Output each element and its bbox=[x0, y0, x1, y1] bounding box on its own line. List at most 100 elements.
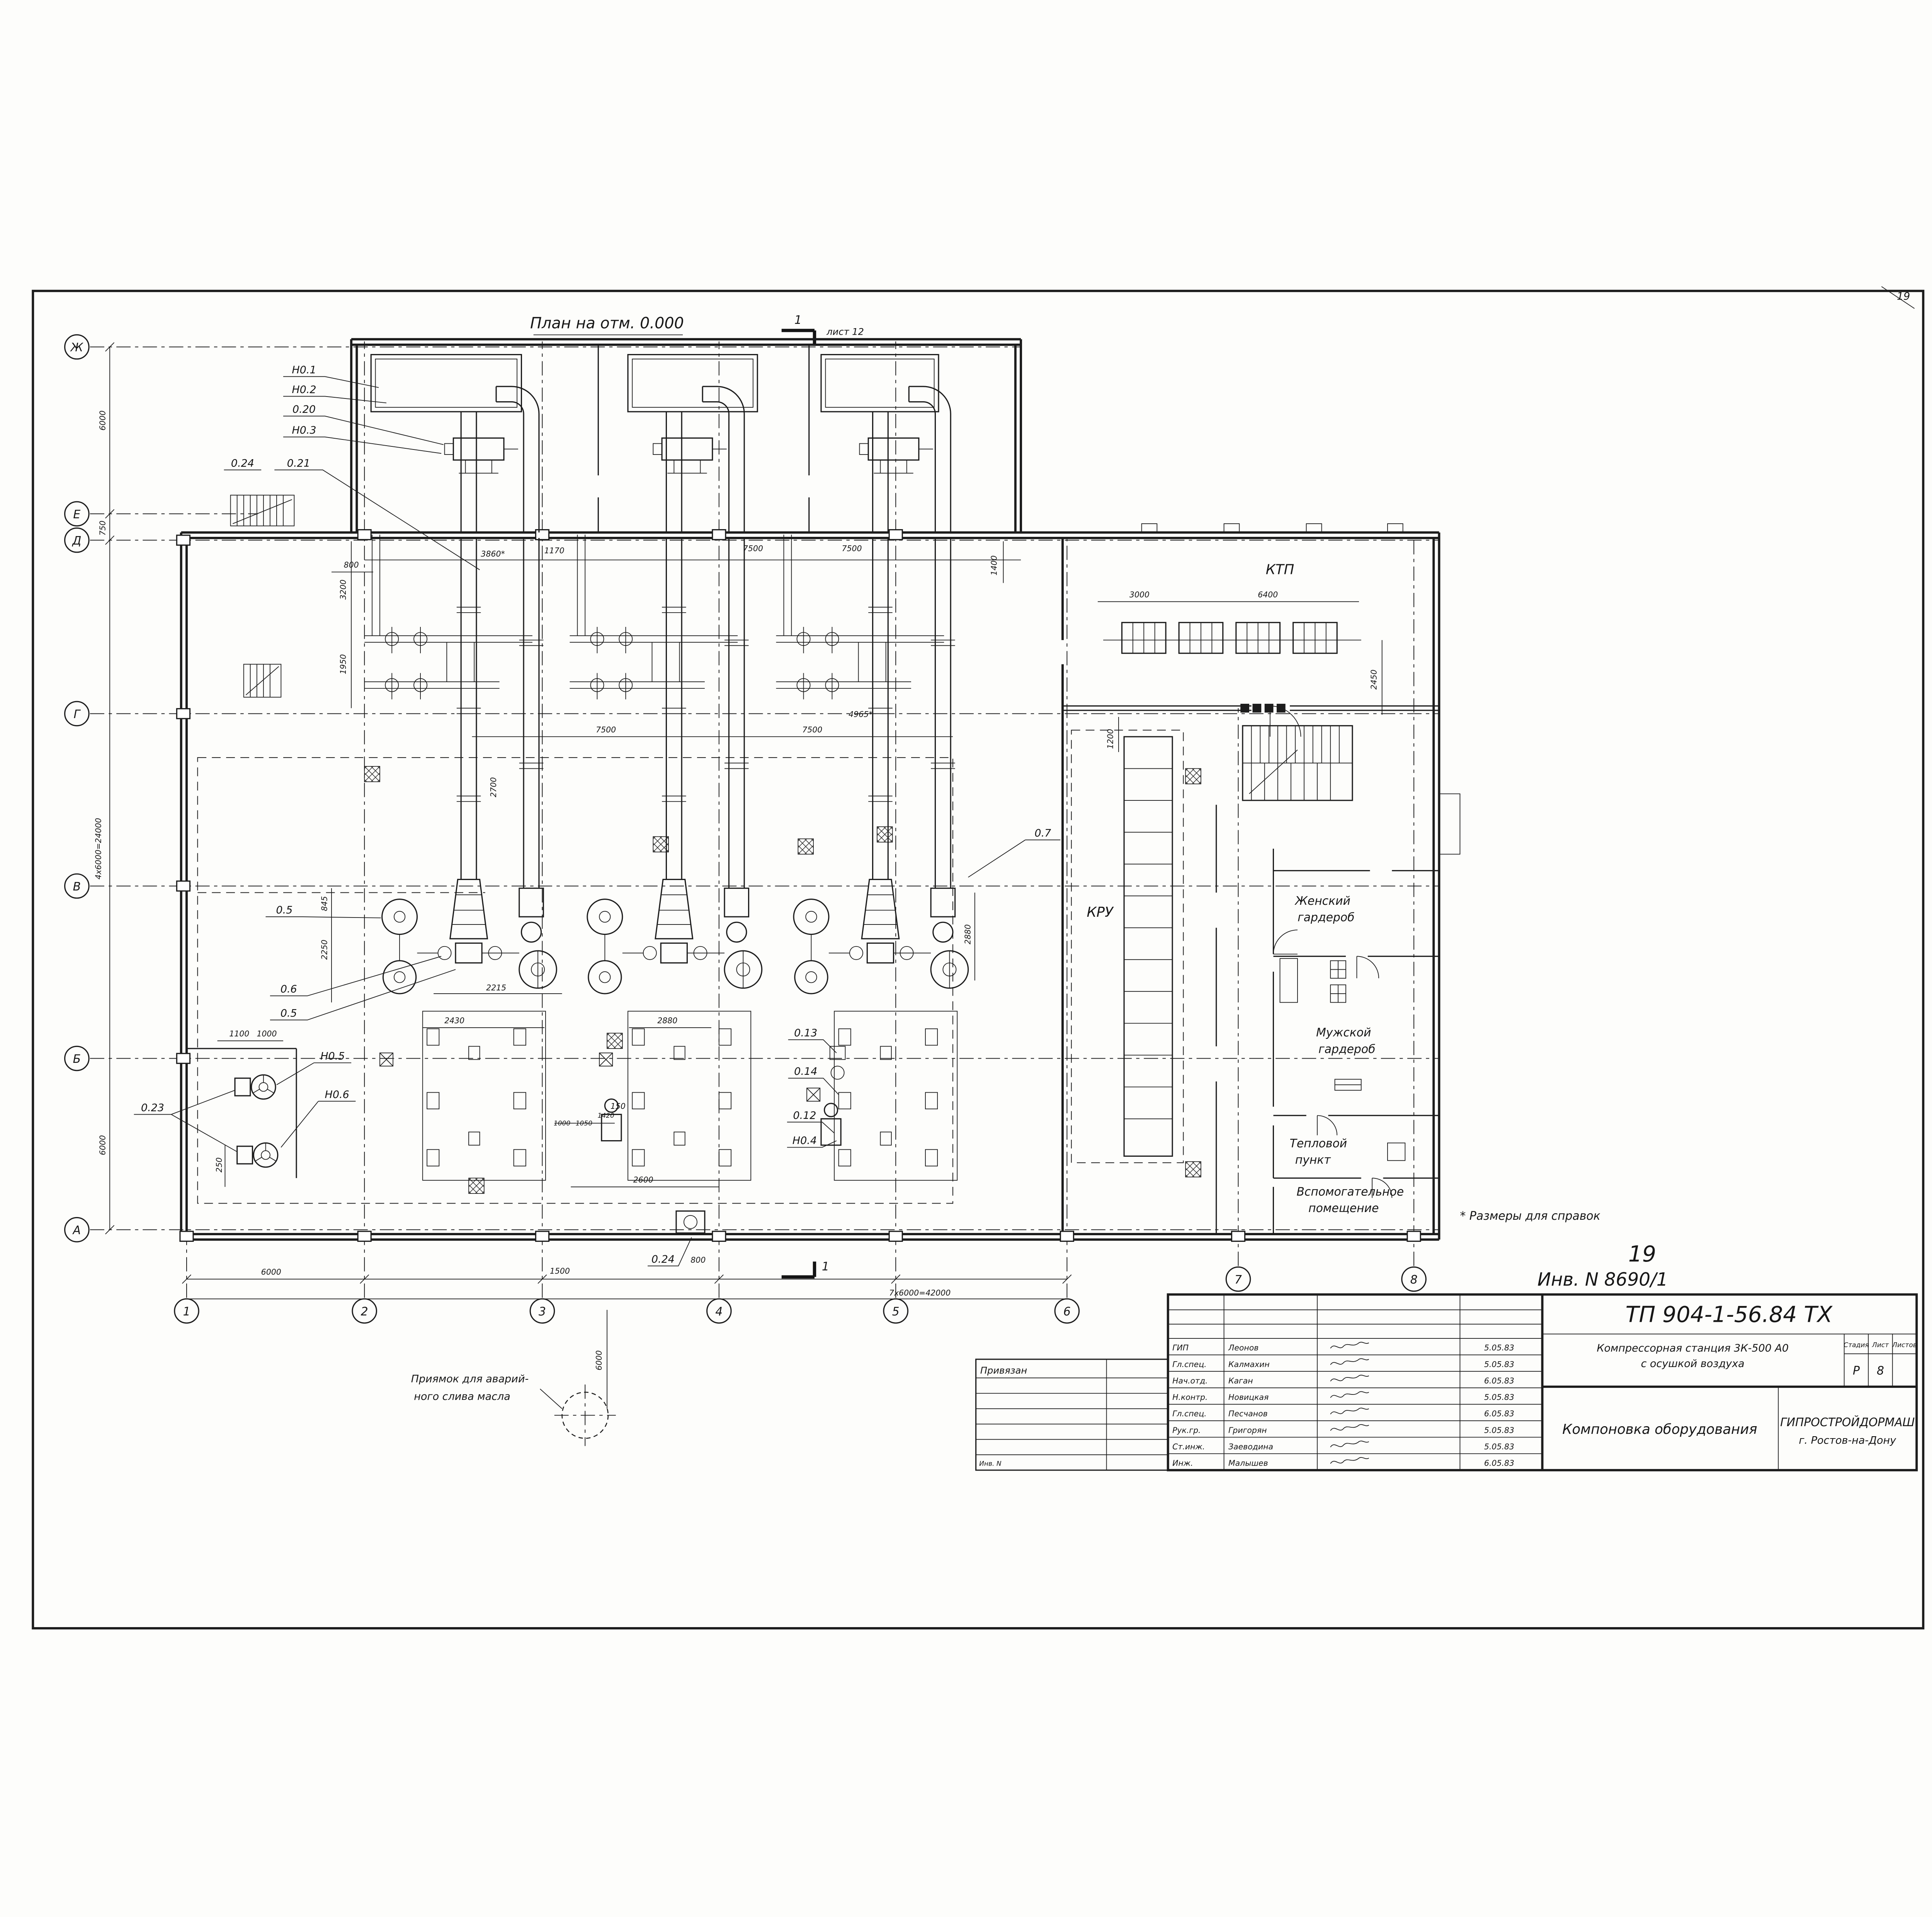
axis-number: 4 bbox=[715, 1305, 723, 1318]
dim: 7х6000=42000 bbox=[889, 1288, 951, 1297]
title-block: ТП 904-1-56.84 ТХ Компрессорная станция … bbox=[975, 1293, 1918, 1471]
inv-label: Инв. N bbox=[979, 1460, 1002, 1468]
tag: Н0.6 bbox=[325, 1089, 349, 1101]
tb-role: ГИП bbox=[1172, 1343, 1189, 1352]
dim: 6000 bbox=[594, 1350, 604, 1371]
stairwell-right bbox=[1242, 725, 1353, 801]
cooler-section-equipment bbox=[370, 354, 951, 533]
tb-date: 5.05.83 bbox=[1484, 1442, 1514, 1451]
tb-date: 5.05.83 bbox=[1484, 1360, 1514, 1369]
tag: 0.5 bbox=[281, 1008, 297, 1020]
axis-number: 2 bbox=[361, 1305, 368, 1318]
axis-number: 5 bbox=[892, 1305, 900, 1318]
dim: 7500 bbox=[596, 725, 616, 734]
org-name-line2: г. Ростов-на-Дону bbox=[1799, 1435, 1896, 1447]
dim: 2215 bbox=[486, 983, 506, 992]
dimensions: 800 3860* 1170 7500 7500 1400 3000 6400 … bbox=[94, 342, 1383, 1409]
dim: 1050 bbox=[576, 1120, 592, 1127]
doc-number: ТП 904-1-56.84 ТХ bbox=[1626, 1302, 1833, 1327]
tag: Н0.4 bbox=[793, 1135, 817, 1147]
dim: 4х6000=24000 bbox=[94, 818, 103, 879]
floor-equipment bbox=[234, 766, 1201, 1234]
axis-number: 3 bbox=[539, 1305, 546, 1318]
axis-letter: Г bbox=[74, 708, 81, 721]
inventory-number: Инв. N 8690/1 bbox=[1537, 1269, 1668, 1290]
org-name-line1: ГИПРОСТРОЙДОРМАШ bbox=[1780, 1415, 1915, 1429]
dim: 3000 bbox=[1129, 590, 1150, 599]
section-cut-number-bottom: 1 bbox=[822, 1260, 829, 1273]
dim: 3200 bbox=[338, 579, 348, 599]
room-label-heat-1: Тепловой bbox=[1290, 1137, 1347, 1151]
dim: 6400 bbox=[1258, 590, 1278, 599]
tag: 0.5 bbox=[276, 904, 293, 916]
room-label-aux-2: помещение bbox=[1308, 1202, 1379, 1215]
axis-number: 7 bbox=[1235, 1273, 1242, 1287]
tb-role: Гл.спец. bbox=[1172, 1409, 1207, 1418]
tb-date: 6.05.83 bbox=[1484, 1409, 1514, 1418]
tb-name: Песчанов bbox=[1228, 1409, 1268, 1418]
room-label-womens-1: Женский bbox=[1294, 894, 1350, 908]
tag: 0.24 bbox=[651, 1253, 675, 1265]
fan-motor bbox=[444, 437, 518, 474]
emergency-pump-2 bbox=[236, 1142, 279, 1168]
drawing-frame: 19 bbox=[32, 286, 1925, 1629]
tag: 0.21 bbox=[287, 457, 310, 469]
sheet-corner-number: 19 bbox=[1897, 290, 1910, 302]
binding-label: Привязан bbox=[980, 1365, 1027, 1376]
dim: 6000 bbox=[98, 410, 107, 431]
sheet-value: 8 bbox=[1877, 1364, 1884, 1378]
tb-role: Нач.отд. bbox=[1172, 1376, 1208, 1385]
tag: Н0.5 bbox=[320, 1050, 345, 1062]
tag: 0.13 bbox=[794, 1027, 817, 1039]
fan-motor bbox=[653, 437, 727, 474]
dim: 1100 bbox=[229, 1029, 249, 1039]
section-cut-sheet-ref: лист 12 bbox=[826, 326, 864, 337]
axis-number: 6 bbox=[1063, 1305, 1071, 1318]
tb-role: Рук.гр. bbox=[1172, 1425, 1201, 1435]
dim: 150 bbox=[611, 1102, 626, 1111]
dim: 4965* bbox=[849, 710, 872, 719]
tb-role: Н.контр. bbox=[1172, 1393, 1208, 1402]
tb-role: Ст.инж. bbox=[1172, 1442, 1205, 1451]
tb-name: Заеводина bbox=[1228, 1442, 1273, 1451]
tb-name: Леонов bbox=[1228, 1343, 1259, 1352]
axis-letter: А bbox=[72, 1224, 81, 1237]
sheet-label: Лист bbox=[1872, 1342, 1889, 1349]
sheet-name: Компоновка оборудования bbox=[1562, 1422, 1757, 1437]
tag: 0.20 bbox=[293, 403, 316, 415]
dim: 2250 bbox=[320, 940, 329, 960]
dim: 7500 bbox=[802, 725, 822, 734]
amenity-rooms: Женский гардероб Мужской гардероб Теплов… bbox=[1279, 894, 1406, 1215]
tag: 0.23 bbox=[141, 1102, 164, 1114]
axis-letter: В bbox=[73, 880, 81, 894]
axis-letter: Ж bbox=[70, 341, 84, 354]
dim: 2880 bbox=[963, 924, 972, 944]
dim: 1170 bbox=[544, 546, 565, 555]
tb-date: 6.05.83 bbox=[1484, 1459, 1514, 1468]
compressor-unit-2 bbox=[569, 534, 763, 1181]
dim: 1500 bbox=[550, 1266, 570, 1275]
dim: 7500 bbox=[743, 544, 763, 553]
dim: 800 bbox=[690, 1255, 706, 1265]
room-label-aux-1: Вспомогательное bbox=[1296, 1185, 1404, 1199]
building-walls bbox=[176, 338, 1461, 1242]
dim: 3860* bbox=[481, 549, 505, 558]
tb-name: Калмахин bbox=[1228, 1360, 1270, 1369]
page-number-handwritten: 19 bbox=[1628, 1241, 1656, 1267]
dim: 2600 bbox=[633, 1175, 653, 1185]
tb-date: 5.05.83 bbox=[1484, 1393, 1514, 1402]
sheets-label: Листов bbox=[1892, 1342, 1917, 1349]
stage-label: Стадия bbox=[1844, 1342, 1869, 1349]
dim: 2880 bbox=[657, 1016, 677, 1025]
dim: 845 bbox=[320, 896, 329, 911]
room-label-womens-2: гардероб bbox=[1298, 911, 1354, 924]
tag: Н0.2 bbox=[292, 384, 316, 396]
dim: 1200 bbox=[1106, 729, 1115, 749]
room-label-ktp: КТП bbox=[1266, 562, 1294, 578]
dim: 2450 bbox=[1369, 669, 1379, 690]
dim: 1950 bbox=[338, 654, 348, 674]
stair-top-left bbox=[230, 495, 295, 526]
axis-grid: Ж Е Д Г В Б А 1 2 3 4 5 6 7 8 bbox=[64, 334, 1439, 1324]
emergency-pump-1 bbox=[234, 1074, 276, 1100]
